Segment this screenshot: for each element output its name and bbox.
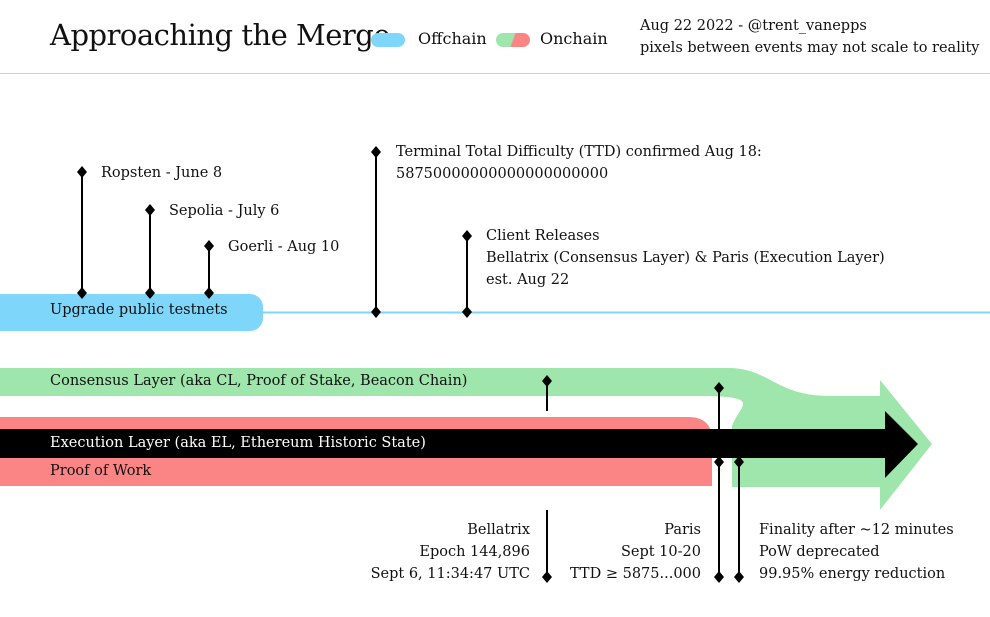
- paris-bottom-diamond: [714, 571, 724, 583]
- bellatrix-name: Bellatrix: [467, 522, 530, 538]
- bellatrix-bottom-diamond: [542, 571, 552, 583]
- ropsten-bottom-diamond: [77, 287, 87, 299]
- header-note-line2: pixels between events may not scale to r…: [640, 40, 980, 56]
- event-label-bellatrix: Bellatrix Epoch 144,896 Sept 6, 11:34:47…: [371, 519, 530, 585]
- execution-layer-arrow: [0, 411, 918, 478]
- paris-mid-diamond: [714, 456, 724, 468]
- event-label-client-date: est. Aug 22: [486, 272, 570, 288]
- paris-name: Paris: [664, 522, 701, 538]
- energy-reduction: 99.95% energy reduction: [759, 566, 946, 582]
- bellatrix-time: Sept 6, 11:34:47 UTC: [370, 566, 530, 582]
- event-label-goerli: Goerli - Aug 10: [228, 239, 340, 255]
- legend-swatch-onchain: [496, 33, 530, 47]
- legend-label-onchain: Onchain: [540, 29, 608, 48]
- finality-bottom-diamond: [734, 571, 744, 583]
- testnets-lane-label: Upgrade public testnets: [50, 302, 228, 318]
- testnets-lane-bar: [0, 294, 263, 331]
- legend-swatch-offchain: [371, 33, 405, 47]
- bellatrix-top-diamond: [542, 375, 552, 387]
- client-top-diamond: [462, 230, 472, 242]
- page-title: Approaching the Merge: [50, 18, 391, 52]
- bellatrix-epoch: Epoch 144,896: [419, 544, 530, 560]
- paris-top-diamond: [714, 382, 724, 394]
- event-label-finality: Finality after ~12 minutes PoW deprecate…: [759, 519, 954, 585]
- legend-label-offchain: Offchain: [418, 29, 487, 48]
- event-label-paris: Paris Sept 10-20 TTD ≥ 5875...000: [570, 519, 701, 585]
- paris-ttd: TTD ≥ 5875...000: [569, 566, 701, 582]
- ttd-bottom-diamond: [371, 306, 381, 318]
- event-label-client-releases: Client Releases: [486, 228, 600, 244]
- paris-dates: Sept 10-20: [620, 544, 701, 560]
- execution-lane-label: Execution Layer (aka EL, Ethereum Histor…: [50, 435, 426, 451]
- sepolia-top-diamond: [145, 204, 155, 216]
- event-label-client-detail: Bellatrix (Consensus Layer) & Paris (Exe…: [486, 250, 885, 266]
- header-divider: [0, 73, 990, 74]
- event-label-ropsten: Ropsten - June 8: [101, 165, 223, 181]
- finality-top-diamond: [734, 456, 744, 468]
- event-label-ttd-line1: Terminal Total Difficulty (TTD) confirme…: [396, 144, 762, 160]
- ropsten-top-diamond: [77, 166, 87, 178]
- goerli-top-diamond: [204, 240, 214, 252]
- consensus-lane-label: Consensus Layer (aka CL, Proof of Stake,…: [50, 373, 468, 389]
- client-bottom-diamond: [462, 306, 472, 318]
- pow-deprecated: PoW deprecated: [759, 544, 880, 560]
- sepolia-bottom-diamond: [145, 287, 155, 299]
- offchain-timeline-line: [263, 311, 990, 314]
- goerli-bottom-diamond: [204, 287, 214, 299]
- finality-time: Finality after ~12 minutes: [759, 522, 954, 538]
- ttd-top-diamond: [371, 146, 381, 158]
- pow-lane-label: Proof of Work: [50, 463, 152, 479]
- event-label-sepolia: Sepolia - July 6: [169, 203, 280, 219]
- header-note-line1: Aug 22 2022 - @trent_vanepps: [640, 18, 867, 34]
- event-label-ttd-value: 58750000000000000000000: [396, 166, 609, 182]
